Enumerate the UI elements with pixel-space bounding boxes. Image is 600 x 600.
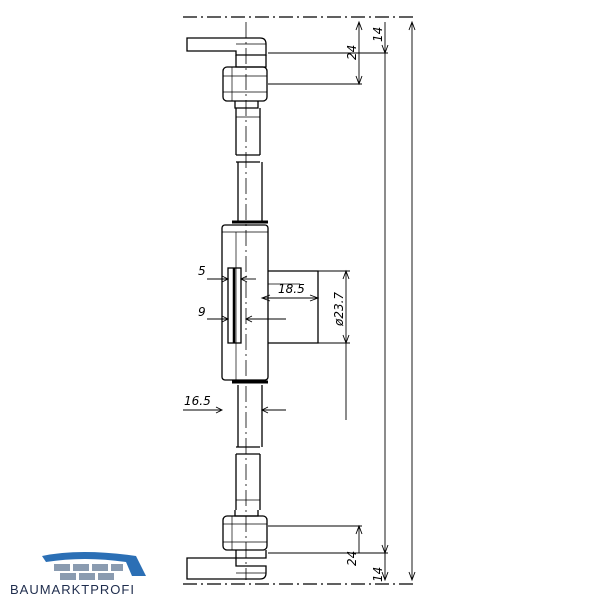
roof-icon <box>42 552 146 580</box>
dimension-5-lines <box>207 275 256 283</box>
upper-rod <box>235 108 263 222</box>
dimension-bottom <box>268 524 389 582</box>
dimension-16-5-lines <box>183 406 286 414</box>
dim-label-5: 5 <box>198 264 206 278</box>
bottom-hook <box>186 557 267 580</box>
dim-label-bottom-24: 24 <box>345 551 359 566</box>
dim-label-diameter: ø23.7 <box>332 292 346 327</box>
dim-label-18-5: 18.5 <box>278 282 305 296</box>
dimension-diameter-lines <box>318 269 350 420</box>
brand-name: BAUMARKTPROFI <box>10 582 135 597</box>
central-body <box>221 220 319 384</box>
dim-label-16-5: 16.5 <box>184 394 211 408</box>
bottom-housing <box>222 510 268 559</box>
dimension-18-5-lines <box>260 294 320 302</box>
dim-label-bottom-14: 14 <box>371 567 385 582</box>
dimension-overall <box>408 20 416 582</box>
dim-label-top-14: 14 <box>371 27 385 42</box>
brand-logo: BAUMARKTPROFI <box>6 548 176 598</box>
side-cylinder <box>268 270 319 344</box>
lower-rod <box>235 385 263 510</box>
dimension-9-lines <box>207 315 286 323</box>
dimension-top <box>268 20 389 560</box>
dim-label-9: 9 <box>198 305 206 319</box>
dim-label-top-24: 24 <box>345 45 359 60</box>
top-housing <box>222 55 268 109</box>
top-hook <box>186 37 267 56</box>
